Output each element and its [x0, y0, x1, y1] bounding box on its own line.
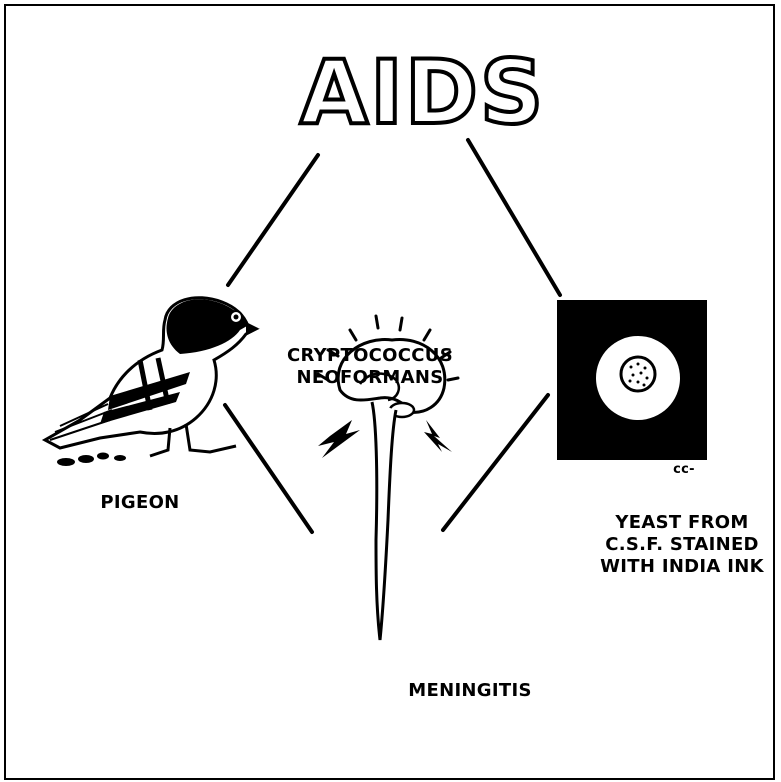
line-yeast-meningitis [443, 395, 548, 530]
center-label: CRYPTOCOCCUS NEOFORMANS [270, 345, 470, 389]
artist-signature: cc- [664, 462, 704, 478]
line-pigeon-meningitis [225, 405, 312, 532]
pigeon-label: PIGEON [90, 492, 190, 514]
line-aids-pigeon [228, 155, 318, 285]
yeast-cell-body [621, 357, 655, 391]
line-aids-yeast [468, 140, 560, 295]
pigeon-icon [45, 298, 258, 466]
connector-lines [225, 140, 560, 532]
meningitis-label: MENINGITIS [400, 680, 540, 702]
diagram-title: AIDS [300, 38, 490, 148]
yeast-label: YEAST FROM C.S.F. STAINED WITH INDIA INK [592, 512, 772, 578]
yeast-cell-icon [557, 300, 707, 460]
